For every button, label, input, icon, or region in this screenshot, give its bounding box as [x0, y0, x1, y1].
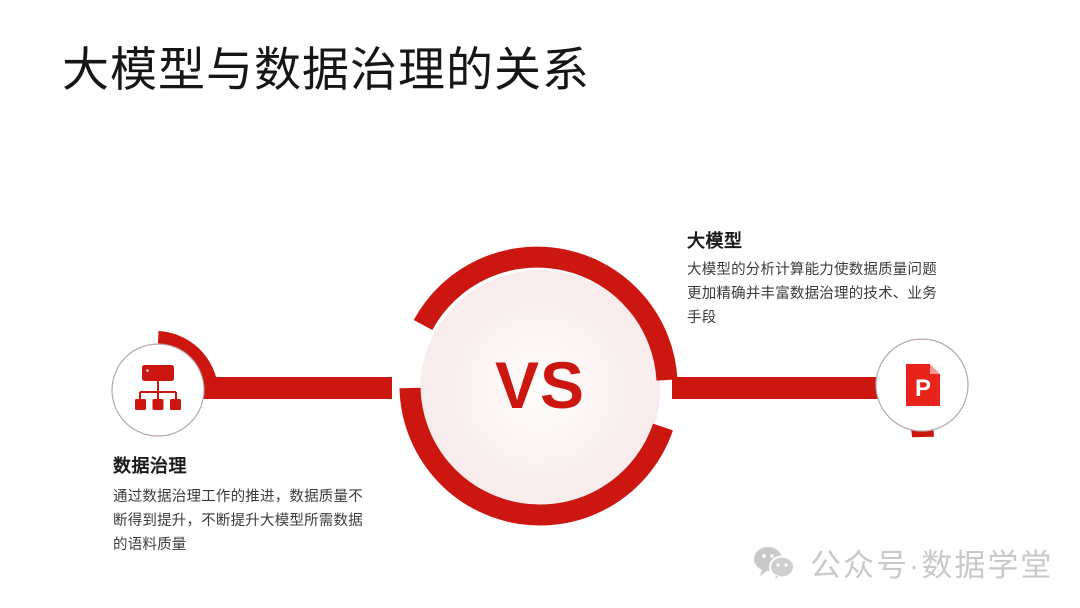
right-node-body: 大模型的分析计算能力使数据质量问题更加精确并丰富数据治理的技术、业务手段	[687, 262, 937, 326]
watermark-text: 公众号·数据学堂	[810, 548, 1054, 583]
center-ring-lower	[399, 387, 673, 526]
left-node-body: 通过数据治理工作的推进，数据质量不断得到提升，不断提升大模型所需数据的语料质量	[113, 489, 363, 553]
watermark: 公众号·数据学堂	[752, 540, 1053, 585]
left-connector	[156, 331, 392, 399]
hierarchy-icon	[135, 365, 181, 410]
center-ring-upper	[413, 246, 678, 381]
page-title: 大模型与数据治理的关系	[62, 43, 590, 96]
center-disc	[420, 270, 660, 510]
powerpoint-file-icon: P	[906, 364, 940, 406]
wechat-icon	[754, 546, 795, 580]
left-node-heading: 数据治理	[113, 456, 187, 476]
right-node-heading: 大模型	[687, 231, 743, 251]
versus-label: VS	[494, 348, 586, 422]
svg-text:P: P	[915, 375, 931, 402]
